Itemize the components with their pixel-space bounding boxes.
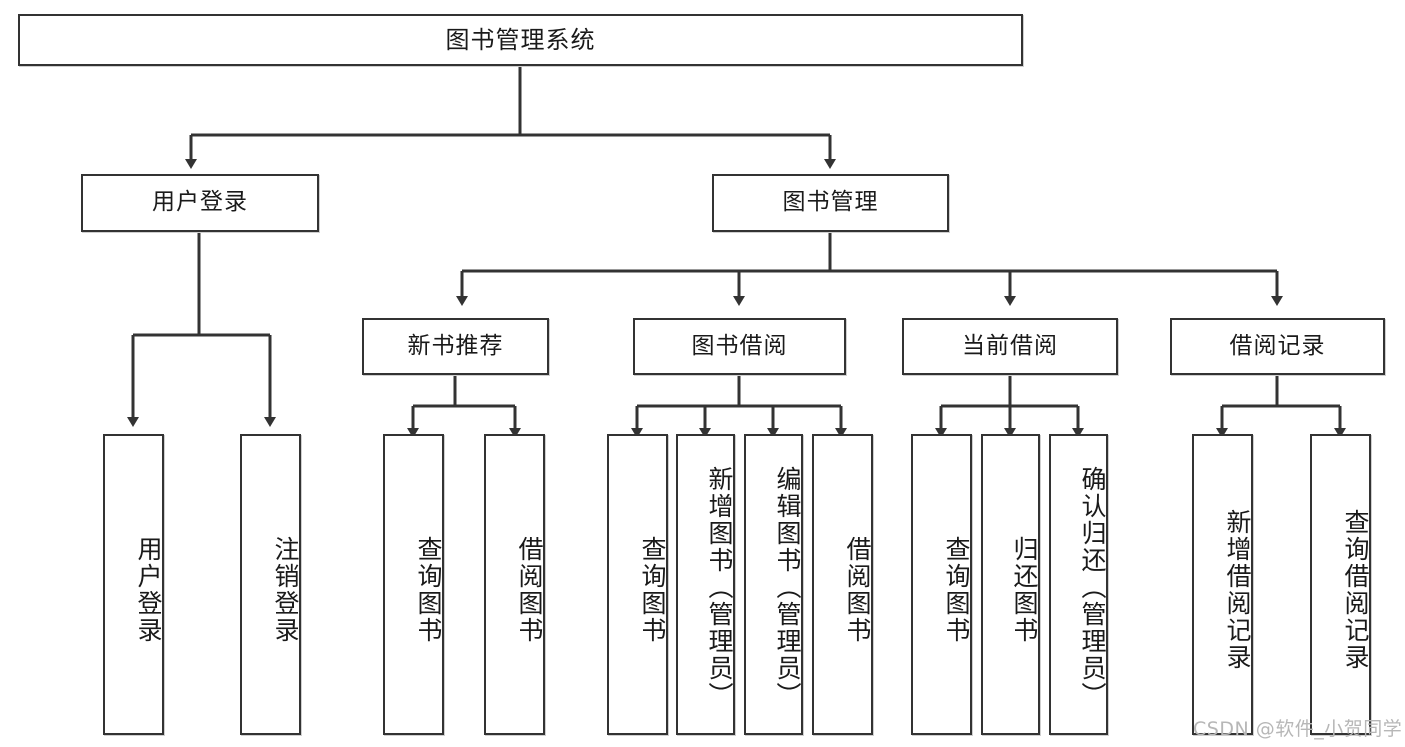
node-book-management[interactable]: 图书管理: [712, 174, 949, 232]
leaf-confirm-return-admin[interactable]: 确认归还（管理员）: [1049, 434, 1108, 735]
node-root[interactable]: 图书管理系统: [18, 14, 1023, 66]
node-book-borrow[interactable]: 图书借阅: [633, 318, 846, 375]
leaf-edit-book-admin[interactable]: 编辑图书（管理员）: [744, 434, 803, 735]
leaf-borrow-book-2[interactable]: 借阅图书: [812, 434, 873, 735]
leaf-query-book-3[interactable]: 查询图书: [911, 434, 972, 735]
node-current-borrow[interactable]: 当前借阅: [902, 318, 1118, 375]
node-label: 借阅图书: [843, 535, 872, 644]
node-borrow-record[interactable]: 借阅记录: [1170, 318, 1385, 375]
leaf-logout[interactable]: 注销登录: [240, 434, 301, 735]
node-label: 编辑图书（管理员）: [773, 466, 802, 709]
node-label: 确认归还（管理员）: [1078, 466, 1107, 709]
node-label: 查询图书: [638, 535, 667, 644]
node-label: 新增图书（管理员）: [705, 466, 734, 709]
node-user-login[interactable]: 用户登录: [81, 174, 319, 232]
leaf-query-book-2[interactable]: 查询图书: [607, 434, 668, 735]
node-label: 新增借阅记录: [1223, 508, 1252, 671]
node-label: 借阅记录: [1229, 332, 1326, 359]
node-label: 注销登录: [271, 535, 300, 644]
node-label: 查询图书: [942, 535, 971, 644]
node-new-book-recommend[interactable]: 新书推荐: [362, 318, 549, 375]
node-label: 图书管理系统: [445, 25, 596, 54]
leaf-add-book-admin[interactable]: 新增图书（管理员）: [676, 434, 735, 735]
node-label: 图书管理: [782, 189, 879, 216]
leaf-query-borrow-record[interactable]: 查询借阅记录: [1310, 434, 1371, 735]
node-label: 新书推荐: [407, 332, 504, 359]
node-label: 借阅图书: [515, 535, 544, 644]
node-label: 图书借阅: [691, 332, 788, 359]
leaf-borrow-book-1[interactable]: 借阅图书: [484, 434, 545, 735]
node-label: 查询借阅记录: [1341, 508, 1370, 671]
leaf-query-book-1[interactable]: 查询图书: [383, 434, 444, 735]
leaf-user-login[interactable]: 用户登录: [103, 434, 164, 735]
node-label: 当前借阅: [962, 332, 1058, 359]
leaf-return-book[interactable]: 归还图书: [981, 434, 1040, 735]
node-label: 查询图书: [414, 535, 443, 644]
node-label: 用户登录: [134, 535, 163, 644]
csdn-watermark: CSDN @软件_小贺同学: [1193, 718, 1403, 740]
node-label: 用户登录: [152, 189, 248, 216]
node-label: 归还图书: [1010, 535, 1039, 644]
leaf-add-borrow-record[interactable]: 新增借阅记录: [1192, 434, 1253, 735]
